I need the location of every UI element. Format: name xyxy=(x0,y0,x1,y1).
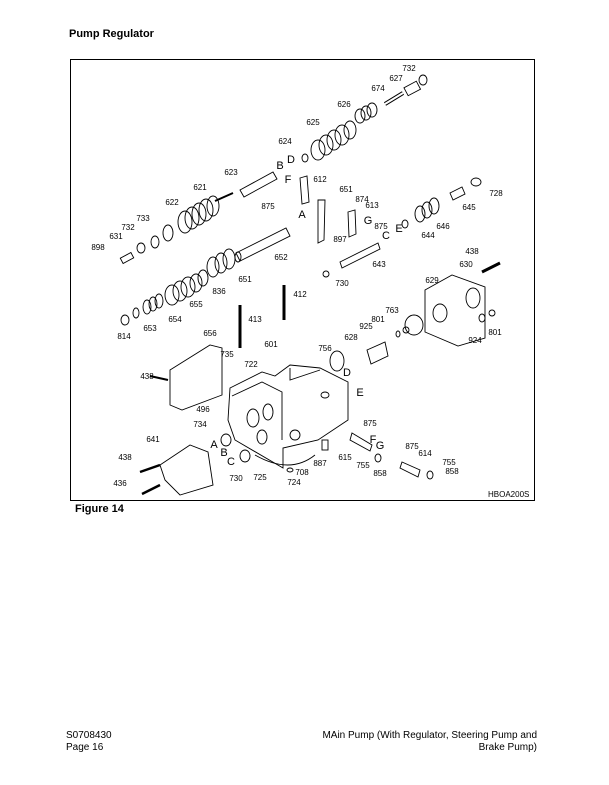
part-callout: 858 xyxy=(373,469,387,478)
middle-spool-assembly xyxy=(120,175,381,326)
part-callout: 722 xyxy=(244,360,258,369)
part-callout: 858 xyxy=(445,467,459,476)
part-callout: 630 xyxy=(459,260,473,269)
part-callout: 623 xyxy=(224,168,238,177)
part-callout: 645 xyxy=(462,203,476,212)
part-callout: 436 xyxy=(113,479,127,488)
part-callout: 612 xyxy=(313,175,327,184)
reference-letter: B xyxy=(276,160,284,172)
part-callout: 655 xyxy=(189,300,203,309)
part-callout: 755 xyxy=(442,458,456,467)
reference-letter: A xyxy=(298,209,306,221)
part-callout: 625 xyxy=(306,118,320,127)
part-callout: 643 xyxy=(372,260,386,269)
part-callout: 621 xyxy=(193,183,207,192)
part-callout: 875 xyxy=(405,442,419,451)
reference-letter: D xyxy=(343,367,351,379)
part-callout: 438 xyxy=(465,247,479,256)
footer-right: MAin Pump (With Regulator, Steering Pump… xyxy=(322,730,537,754)
main-housing xyxy=(139,285,434,496)
part-callout: 438 xyxy=(118,453,132,462)
part-callout: 601 xyxy=(264,340,278,349)
figure-caption: Figure 14 xyxy=(75,503,124,515)
part-callout: 708 xyxy=(295,468,309,477)
part-callout: 651 xyxy=(238,275,252,284)
part-callout: 627 xyxy=(389,74,403,83)
part-callout: 614 xyxy=(418,449,432,458)
part-callout: 732 xyxy=(121,223,135,232)
part-callout: 897 xyxy=(333,235,347,244)
part-callout: 887 xyxy=(313,459,327,468)
part-callout: 735 xyxy=(220,350,234,359)
figure-frame xyxy=(70,59,535,501)
part-callout: 875 xyxy=(363,419,377,428)
part-callout: 644 xyxy=(421,231,435,240)
part-callout: 656 xyxy=(203,329,217,338)
part-callout: 654 xyxy=(168,315,182,324)
section-title: Pump Regulator xyxy=(69,28,154,40)
part-callout: 412 xyxy=(293,290,307,299)
part-callout: 646 xyxy=(436,222,450,231)
doc-title-line1: MAin Pump (With Regulator, Steering Pump… xyxy=(322,730,537,741)
part-callout: 756 xyxy=(318,344,332,353)
part-callout: 438 xyxy=(140,372,154,381)
part-callout: 801 xyxy=(371,315,385,324)
part-callout: 652 xyxy=(274,253,288,262)
part-callout: 801 xyxy=(488,328,502,337)
part-callout: 631 xyxy=(109,232,123,241)
right-spool-assembly xyxy=(329,177,501,372)
reference-letter: C xyxy=(227,456,235,468)
part-callout: 755 xyxy=(356,461,370,470)
part-callout: 628 xyxy=(344,333,358,342)
reference-letter: A xyxy=(210,439,218,451)
part-callout: 413 xyxy=(248,315,262,324)
figure-code: HBOA200S xyxy=(488,490,530,499)
part-callout: 875 xyxy=(261,202,275,211)
reference-letter: F xyxy=(369,434,377,446)
reference-letter: E xyxy=(395,223,403,235)
part-callout: 622 xyxy=(165,198,179,207)
reference-letter: G xyxy=(363,215,373,227)
page-number: Page 16 xyxy=(66,742,104,753)
part-callout: 763 xyxy=(385,306,399,315)
part-callout: 624 xyxy=(278,137,292,146)
part-callout: 730 xyxy=(229,474,243,483)
part-callout: 730 xyxy=(335,279,349,288)
reference-letter: F xyxy=(284,174,292,186)
doc-number: S0708430 xyxy=(66,730,112,741)
part-callout: 496 xyxy=(196,405,210,414)
part-callout: 615 xyxy=(338,453,352,462)
part-callout: 725 xyxy=(253,473,267,482)
part-callout: 924 xyxy=(468,336,482,345)
part-callout: 733 xyxy=(136,214,150,223)
part-callout: 732 xyxy=(402,64,416,73)
part-callout: 836 xyxy=(212,287,226,296)
reference-letter: C xyxy=(382,230,390,242)
part-callout: 629 xyxy=(425,276,439,285)
part-callout: 728 xyxy=(489,189,503,198)
doc-title-line2: Brake Pump) xyxy=(478,742,537,753)
part-callout: 674 xyxy=(371,84,385,93)
part-callout: 641 xyxy=(146,435,160,444)
upper-spool-assembly xyxy=(119,74,428,265)
part-callout: 653 xyxy=(143,324,157,333)
part-callout: 874 xyxy=(355,195,369,204)
reference-letter: G xyxy=(375,440,385,452)
reference-letter: D xyxy=(287,154,295,166)
reference-letter: B xyxy=(220,447,228,459)
part-callout: 613 xyxy=(365,201,379,210)
part-callout: 724 xyxy=(287,478,301,487)
part-callout: 814 xyxy=(117,332,131,341)
part-callout: 925 xyxy=(359,322,373,331)
reference-letter: E xyxy=(356,387,364,399)
part-callout: 898 xyxy=(91,243,105,252)
part-callout: 626 xyxy=(337,100,351,109)
part-callout: 734 xyxy=(193,420,207,429)
footer-left: S0708430 Page 16 xyxy=(66,730,112,754)
part-callout: 875 xyxy=(374,222,388,231)
part-callout: 651 xyxy=(339,185,353,194)
